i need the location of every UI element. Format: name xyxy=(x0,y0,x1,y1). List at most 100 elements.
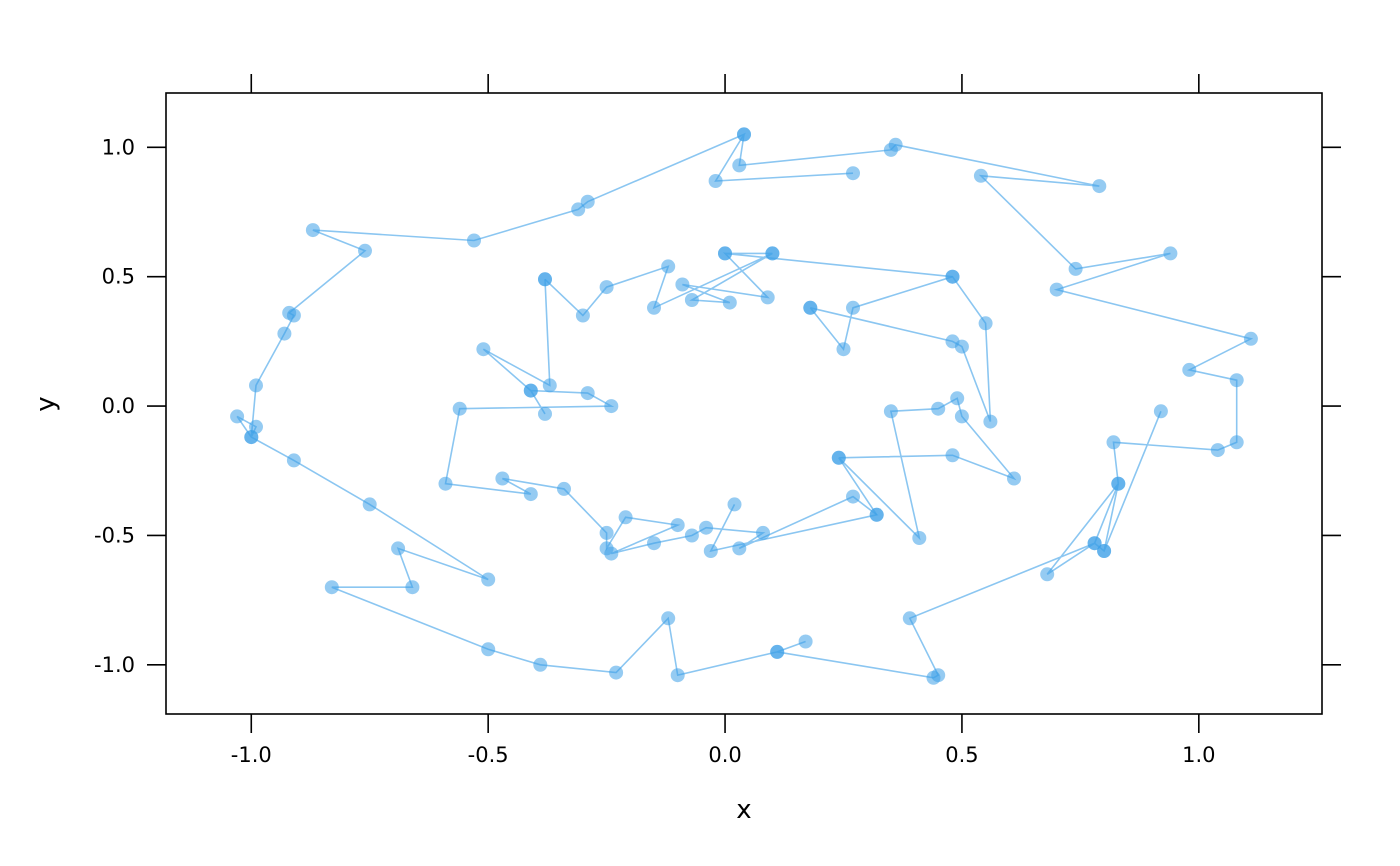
data-point xyxy=(983,414,998,429)
data-point xyxy=(358,243,372,258)
data-point xyxy=(647,536,661,551)
data-point xyxy=(846,300,860,315)
data-point xyxy=(1049,282,1064,297)
x-tick-label: 1.0 xyxy=(1182,743,1215,767)
data-point xyxy=(538,406,552,421)
data-point xyxy=(452,401,467,416)
data-point xyxy=(438,476,453,491)
data-point xyxy=(670,668,685,683)
data-point xyxy=(1111,476,1126,491)
y-tick-label: 0.0 xyxy=(102,394,135,418)
data-point xyxy=(604,399,619,414)
data-point xyxy=(1087,536,1102,551)
x-tick-label: 0.0 xyxy=(708,743,741,767)
data-point xyxy=(481,572,496,587)
data-point xyxy=(1097,544,1112,558)
data-point xyxy=(575,308,590,323)
data-point xyxy=(846,489,860,504)
data-point xyxy=(1229,373,1244,388)
data-point xyxy=(661,611,676,626)
x-tick-label: -1.0 xyxy=(231,743,272,767)
data-point xyxy=(718,246,732,261)
data-point xyxy=(599,525,614,540)
data-point xyxy=(902,611,917,626)
data-point xyxy=(282,305,297,320)
series-line xyxy=(444,279,879,555)
plot-panel xyxy=(165,92,1323,715)
data-point xyxy=(1163,246,1178,261)
data-point xyxy=(305,223,320,238)
data-point xyxy=(1229,435,1244,450)
data-point xyxy=(945,334,960,349)
data-point xyxy=(1243,331,1258,346)
data-point xyxy=(973,168,988,183)
data-point xyxy=(954,409,969,424)
data-point xyxy=(684,293,699,307)
data-point xyxy=(277,326,292,341)
data-point xyxy=(467,233,481,248)
x-axis-title: x xyxy=(736,795,751,825)
data-point xyxy=(945,269,960,284)
data-point xyxy=(405,580,420,595)
data-point xyxy=(618,510,633,525)
y-tick-label: -1.0 xyxy=(94,653,135,677)
data-point xyxy=(1040,567,1055,582)
data-point xyxy=(533,657,548,672)
data-point xyxy=(523,383,538,398)
data-point xyxy=(699,520,714,535)
data-point xyxy=(324,580,339,595)
data-point xyxy=(523,487,538,502)
data-point xyxy=(831,450,846,465)
data-point xyxy=(912,531,927,545)
data-point xyxy=(609,665,624,680)
data-point xyxy=(542,378,557,393)
data-point xyxy=(1068,261,1083,276)
data-point xyxy=(647,300,661,315)
data-point xyxy=(244,430,259,445)
data-point xyxy=(765,246,780,261)
data-point xyxy=(869,507,884,522)
data-point xyxy=(760,290,775,305)
data-point xyxy=(1007,471,1021,486)
data-point xyxy=(684,528,699,543)
series-line xyxy=(236,132,1254,679)
data-point xyxy=(391,541,406,556)
data-point xyxy=(230,409,245,424)
axis-ticks: -1.0 -0.5 0.0 0.5 1.0 -1.0 -0.5 0.0 0.5 1.0 xyxy=(94,74,1341,767)
data-points xyxy=(230,127,1258,685)
data-point xyxy=(557,481,571,496)
data-point xyxy=(495,471,510,486)
data-point xyxy=(846,166,860,181)
series-line xyxy=(838,397,1017,541)
data-point xyxy=(732,541,747,556)
data-point xyxy=(1153,404,1168,419)
data-point xyxy=(978,316,993,331)
y-tick-label: -0.5 xyxy=(94,523,135,547)
series-lines xyxy=(236,132,1254,679)
data-point xyxy=(883,404,898,419)
data-point xyxy=(798,634,813,649)
data-point xyxy=(836,342,851,357)
data-point xyxy=(1210,443,1225,458)
data-point xyxy=(670,518,685,533)
data-point xyxy=(703,544,718,558)
data-point xyxy=(1182,362,1197,377)
data-point xyxy=(286,453,301,468)
data-point xyxy=(481,642,496,657)
data-point xyxy=(727,497,742,512)
data-point xyxy=(362,497,377,512)
data-point xyxy=(770,644,785,659)
data-point xyxy=(888,137,903,152)
x-tick-label: 0.5 xyxy=(945,743,978,767)
data-point xyxy=(675,277,690,292)
series-line xyxy=(544,252,953,317)
data-point xyxy=(708,174,723,188)
y-tick-label: 1.0 xyxy=(102,135,135,159)
data-point xyxy=(604,546,619,561)
y-axis-title: y xyxy=(31,396,61,411)
data-point xyxy=(599,280,614,295)
data-point xyxy=(945,448,960,463)
x-tick-label: -0.5 xyxy=(468,743,509,767)
y-tick-label: 0.5 xyxy=(102,265,135,289)
